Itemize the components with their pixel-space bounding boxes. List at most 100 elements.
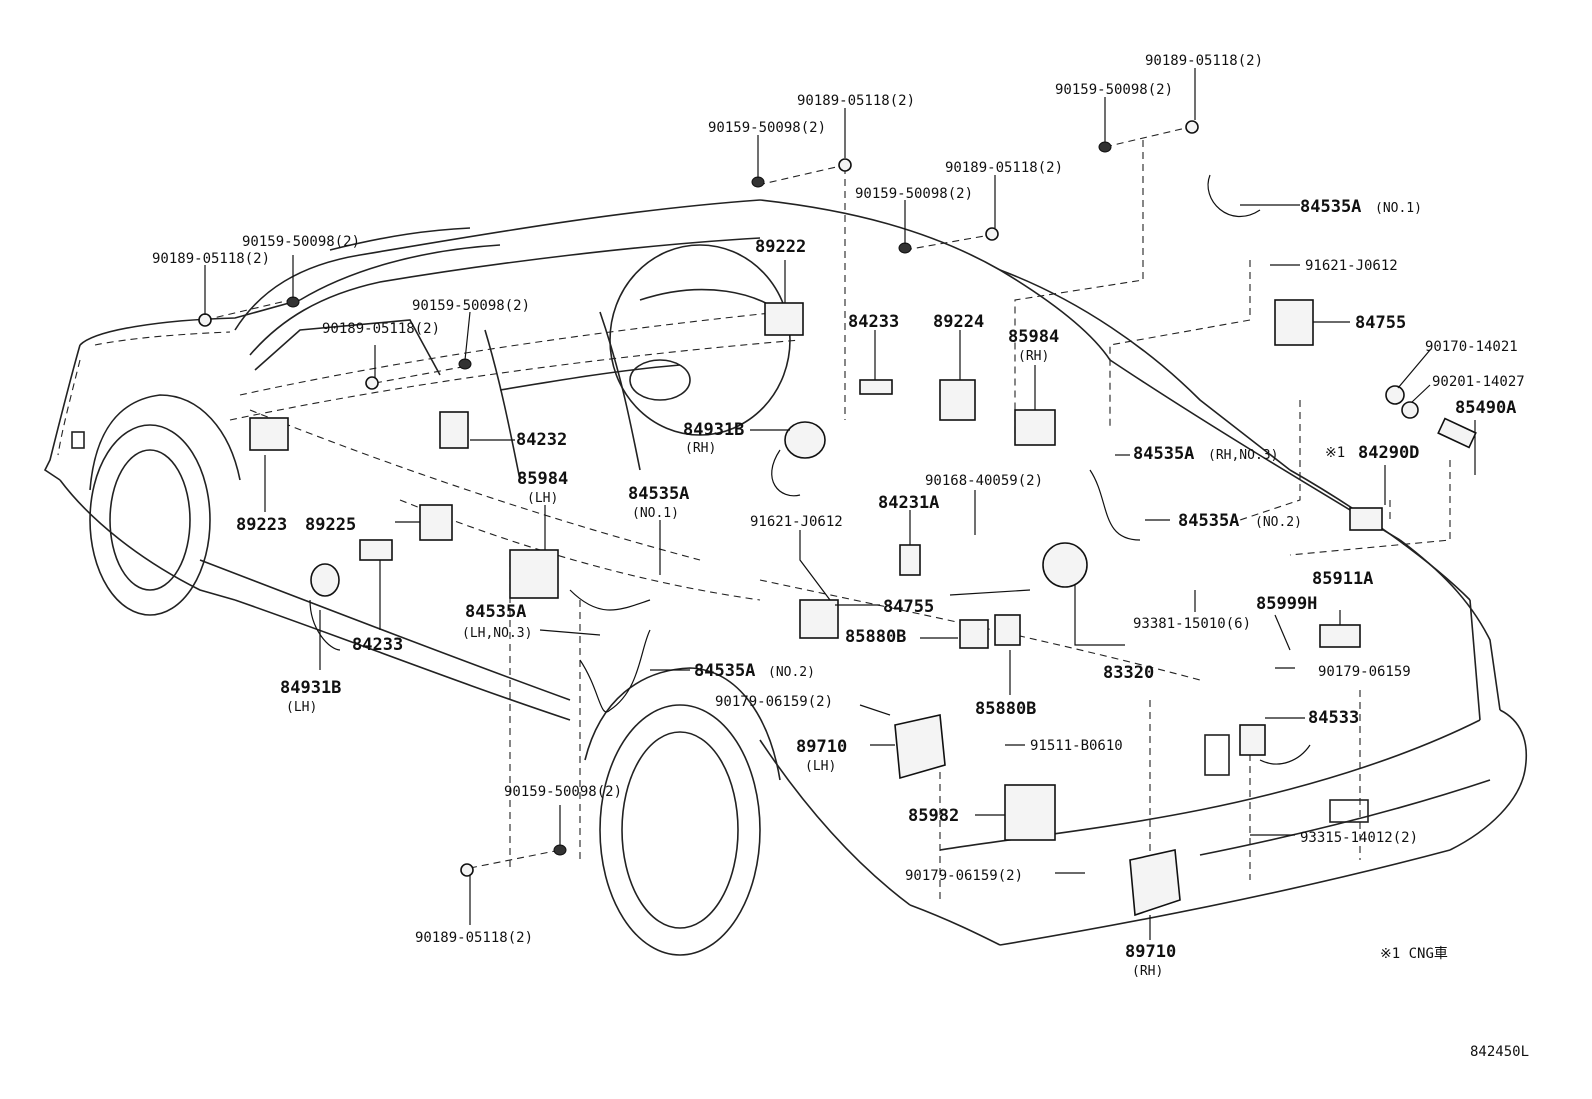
callout-c37: 84231A: [878, 493, 939, 513]
connector-84233-rh-icon: [859, 379, 893, 395]
callout-c8: 90189-05118(2): [152, 251, 270, 267]
callout-c54: 90179-06159: [1318, 664, 1411, 680]
switch-84533-icon: [1239, 724, 1266, 756]
callout-c41: 85911A: [1312, 569, 1373, 589]
fastener-guide-lines: [204, 126, 1451, 869]
callout-c11: 89222: [755, 237, 806, 257]
washer-90201-icon: [1401, 401, 1419, 419]
callout-c27: (RH,NO.3): [1208, 448, 1278, 463]
callout-c45: (LH,NO.3): [462, 626, 532, 641]
connector-84290d-icon: [1349, 507, 1383, 531]
callout-c44: 84535A: [465, 602, 526, 622]
callout-c59: (LH): [805, 759, 836, 774]
callout-c67: 90189-05118(2): [415, 930, 533, 946]
callout-c16: 84535A: [1300, 197, 1361, 217]
callout-c39: (NO.2): [1255, 515, 1302, 530]
callout-c49: 84931B: [280, 678, 341, 698]
callout-c56: 85880B: [975, 699, 1036, 719]
callout-c58: 89710: [796, 737, 847, 757]
callout-c19: 84755: [1355, 313, 1406, 333]
module-89224-icon: [939, 379, 976, 421]
callout-c10: 90189-05118(2): [322, 321, 440, 337]
callout-c12: 84233: [848, 312, 899, 332]
callout-c34: 84535A: [628, 484, 689, 504]
module-85982-icon: [1004, 784, 1056, 841]
module-85984-lh-icon: [509, 549, 559, 599]
callout-c55: 90179-06159(2): [715, 694, 833, 710]
cylinder-83320-icon: [1042, 542, 1088, 588]
callout-c40: 91621-J0612: [750, 514, 843, 530]
sensor-85490a-icon: [1437, 417, 1477, 449]
callout-c52: (NO.2): [768, 665, 815, 680]
module-89223-icon: [249, 417, 289, 451]
connector-84233-lh-icon: [359, 539, 393, 561]
callout-c24: 84931B: [683, 420, 744, 440]
callout-c57: 84533: [1308, 708, 1359, 728]
footnote: ※1 CNG車: [1380, 945, 1448, 962]
leader-lines: [204, 68, 1476, 940]
relay-85880b-2-icon: [994, 614, 1021, 646]
module-89222-icon: [764, 302, 804, 336]
horn-84931b-lh-icon: [310, 563, 340, 597]
callout-c42: 84755: [883, 597, 934, 617]
callout-c62: 85982: [908, 806, 959, 826]
callout-c17: (NO.1): [1375, 201, 1422, 216]
callout-c60: 91511-B0610: [1030, 738, 1123, 754]
callout-c63: 93315-14012(2): [1300, 830, 1418, 846]
callout-c23: 84232: [516, 430, 567, 450]
callout-c31: 89225: [305, 515, 356, 535]
relay-84755-icon: [1274, 299, 1314, 346]
car-body-outline: [43, 199, 1527, 956]
callout-c7: 90159-50098(2): [242, 234, 360, 250]
horn-84931b-rh-icon: [784, 421, 826, 459]
callout-c6: 90159-50098(2): [855, 186, 973, 202]
callout-c65: 89710: [1125, 942, 1176, 962]
callout-c32: 85984: [517, 469, 568, 489]
callout-c50: (LH): [286, 700, 317, 715]
callout-c13: 89224: [933, 312, 984, 332]
callout-c26: 84535A: [1133, 444, 1194, 464]
switch-85911a-icon: [1319, 624, 1361, 648]
callout-c51: 84535A: [694, 661, 755, 681]
callout-c53: 83320: [1103, 663, 1154, 683]
clip-icon: [198, 120, 1199, 877]
callout-c15: (RH): [1018, 349, 1049, 364]
callout-c5: 90189-05118(2): [945, 160, 1063, 176]
callout-c18: 91621-J0612: [1305, 258, 1398, 274]
nut-90170-icon: [1385, 385, 1405, 405]
callout-c35: (NO.1): [632, 506, 679, 521]
callout-c21: 90201-14027: [1432, 374, 1525, 390]
callout-c25: (RH): [685, 441, 716, 456]
callout-c46: 84233: [352, 635, 403, 655]
callout-c28: ※1: [1325, 445, 1345, 461]
relay-84755-lower-icon: [799, 599, 839, 639]
bracket-89710-lh-icon: [894, 714, 946, 780]
callout-c20: 90170-14021: [1425, 339, 1518, 355]
callout-c48: 93381-15010(6): [1133, 616, 1251, 632]
module-85984-rh-icon: [1014, 409, 1056, 446]
module-89225-icon: [419, 504, 453, 541]
callout-c14: 85984: [1008, 327, 1059, 347]
module-84232-icon: [439, 411, 469, 449]
callout-c66: (RH): [1132, 964, 1163, 979]
callout-c30: 89223: [236, 515, 287, 535]
switch-84231a-icon: [899, 544, 921, 576]
relay-85880b-icon: [959, 619, 989, 649]
bracket-89710-rh-icon: [1129, 849, 1181, 917]
callout-c38: 84535A: [1178, 511, 1239, 531]
callout-c3: 90189-05118(2): [797, 93, 915, 109]
callout-c47: 85880B: [845, 627, 906, 647]
callout-c43: 85999H: [1256, 594, 1317, 614]
component-parts: [198, 120, 1477, 917]
callout-c33: (LH): [527, 491, 558, 506]
callout-c36: 90168-40059(2): [925, 473, 1043, 489]
callout-c1: 90189-05118(2): [1145, 53, 1263, 69]
callout-c64: 90179-06159(2): [905, 868, 1023, 884]
part-number-labels: 90189-05118(2) 90159-50098(2) 90189-0511…: [152, 53, 1529, 1060]
callout-c22: 85490A: [1455, 398, 1516, 418]
callout-c9: 90159-50098(2): [412, 298, 530, 314]
callout-c29: 84290D: [1358, 443, 1419, 463]
callout-c4: 90159-50098(2): [708, 120, 826, 136]
